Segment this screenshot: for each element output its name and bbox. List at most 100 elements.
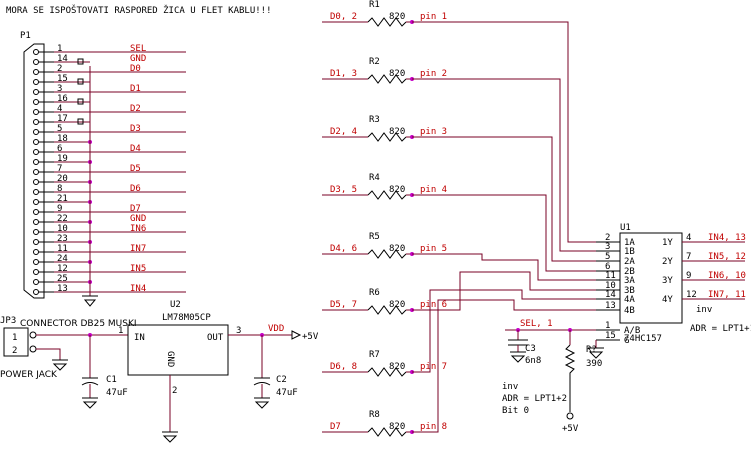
u1-left-pin-number: 10 xyxy=(605,281,616,291)
p1-pin-number: 2 xyxy=(57,64,62,74)
u2-body xyxy=(127,324,229,376)
c3-value: 6n8 xyxy=(525,356,541,366)
c1-ground xyxy=(82,397,98,409)
p1-pin-number: 14 xyxy=(57,54,68,64)
p1-net-label: D0 xyxy=(130,64,141,74)
p1-net-label: IN4 xyxy=(130,284,146,294)
resistor-pin-label: pin 5 xyxy=(420,244,447,254)
p1-pin-hole xyxy=(33,269,39,275)
resistor-value: 820 xyxy=(389,127,405,137)
p1-pin-hole xyxy=(33,169,39,175)
p1-net-label: D5 xyxy=(130,164,141,174)
u1-right-pin-name: 3Y xyxy=(662,276,673,286)
u1-left-pin-name: 2A xyxy=(624,257,635,267)
c2-ref: C2 xyxy=(276,375,287,385)
p1-pin-hole xyxy=(33,139,39,145)
p1-pin-hole xyxy=(33,119,39,125)
p1-pin-number: 23 xyxy=(57,234,68,244)
p1-net-label: IN5 xyxy=(130,264,146,274)
u1-left-pin-number: 6 xyxy=(605,262,610,272)
inv-note-3: Bit 0 xyxy=(502,406,529,416)
u1-left-pin-name: 4B xyxy=(624,306,635,316)
resistor-pin-label: pin 8 xyxy=(420,422,447,432)
u1-right-pin-number: 12 xyxy=(686,290,697,300)
p1-pin-number: 7 xyxy=(57,164,62,174)
p1-pin-number: 8 xyxy=(57,184,62,194)
p1-net-label: D1 xyxy=(130,84,141,94)
resistor-net: D3, 5 xyxy=(330,185,357,195)
resistor-net: D4, 6 xyxy=(330,244,357,254)
p1-pin-hole xyxy=(33,109,39,115)
resistor-body xyxy=(367,367,407,377)
p1-pin-hole xyxy=(33,69,39,75)
u2-out: OUT xyxy=(207,333,224,343)
p1-net-label: D4 xyxy=(130,144,141,154)
p1-pin-number: 25 xyxy=(57,274,68,284)
u2-part: LM78M05CP xyxy=(162,313,211,323)
u2-in: IN xyxy=(134,333,145,343)
rq-body xyxy=(564,344,576,412)
u1-right-pin-number: 7 xyxy=(686,252,691,262)
p1-pin-number: 11 xyxy=(57,244,68,254)
resistor-pin-label: pin 4 xyxy=(420,185,447,195)
resistor-body xyxy=(367,74,407,84)
u1-right-pin-name: 1Y xyxy=(662,238,673,248)
p1-pin-hole xyxy=(33,259,39,265)
p1-pin-number: 21 xyxy=(57,194,68,204)
p1-pin-number: 3 xyxy=(57,84,62,94)
resistor-body xyxy=(367,305,407,315)
warning-note: MORA SE ISPOŠTOVATI RASPORED ŽICA U FLET… xyxy=(6,4,272,16)
resistor-pin-label: pin 1 xyxy=(420,12,447,22)
resistor-value: 820 xyxy=(389,244,405,254)
c2-value: 47uF xyxy=(276,388,298,398)
p1-pin-hole xyxy=(33,249,39,255)
vdd-label: VDD xyxy=(268,324,284,334)
resistor-value: 820 xyxy=(389,362,405,372)
p1-pin-number: 19 xyxy=(57,154,68,164)
p1-pin-hole xyxy=(33,179,39,185)
resistor-value: 820 xyxy=(389,69,405,79)
u2-ground xyxy=(162,431,178,443)
resistor-net: D5, 7 xyxy=(330,300,357,310)
resistor-net: D0, 2 xyxy=(330,12,357,22)
u1-g-ground xyxy=(588,347,604,359)
u1-left-pin-name: 4A xyxy=(624,295,635,305)
resistor-body xyxy=(367,249,407,259)
p1-pin-hole xyxy=(33,239,39,245)
u1-output-net: IN6, 10 xyxy=(708,271,746,281)
u1-ref: U1 xyxy=(620,223,631,233)
u1-left-pin-name: 1A xyxy=(624,238,635,248)
resistor-value: 820 xyxy=(389,422,405,432)
u1-output-net: IN4, 13 xyxy=(708,233,746,243)
resistor-ref: R3 xyxy=(369,115,380,125)
p1-pin-hole xyxy=(33,89,39,95)
u2-pin-out: 3 xyxy=(236,326,241,336)
p1-pin-number: 15 xyxy=(57,74,68,84)
p1-pin-hole xyxy=(33,219,39,225)
p1-ref: P1 xyxy=(20,31,31,41)
p1-net-label: D6 xyxy=(130,184,141,194)
rq-vcc: +5V xyxy=(562,424,579,434)
resistor-value: 820 xyxy=(389,300,405,310)
u1-inv: inv xyxy=(696,305,712,315)
resistor-ref: R1 xyxy=(369,0,380,10)
p1-pin-number: 22 xyxy=(57,214,68,224)
p1-pin-hole xyxy=(33,189,39,195)
u1-output-net: IN7, 11 xyxy=(708,290,746,300)
p1-pin-number: 10 xyxy=(57,224,68,234)
resistor-ref: R5 xyxy=(369,232,380,242)
u1-left-pin-number: 5 xyxy=(605,252,610,262)
p1-nc-marker xyxy=(77,118,84,125)
rq-value: 390 xyxy=(586,359,602,369)
p1-pin-hole xyxy=(33,159,39,165)
p1-pin-hole xyxy=(33,279,39,285)
u1-left-pin-number: 2 xyxy=(605,233,610,243)
u1-left-pin-number: 15 xyxy=(605,331,616,341)
resistor-body xyxy=(367,132,407,142)
u1-part: 74HC157 xyxy=(624,334,662,344)
u1-right-pin-name: 4Y xyxy=(662,295,673,305)
